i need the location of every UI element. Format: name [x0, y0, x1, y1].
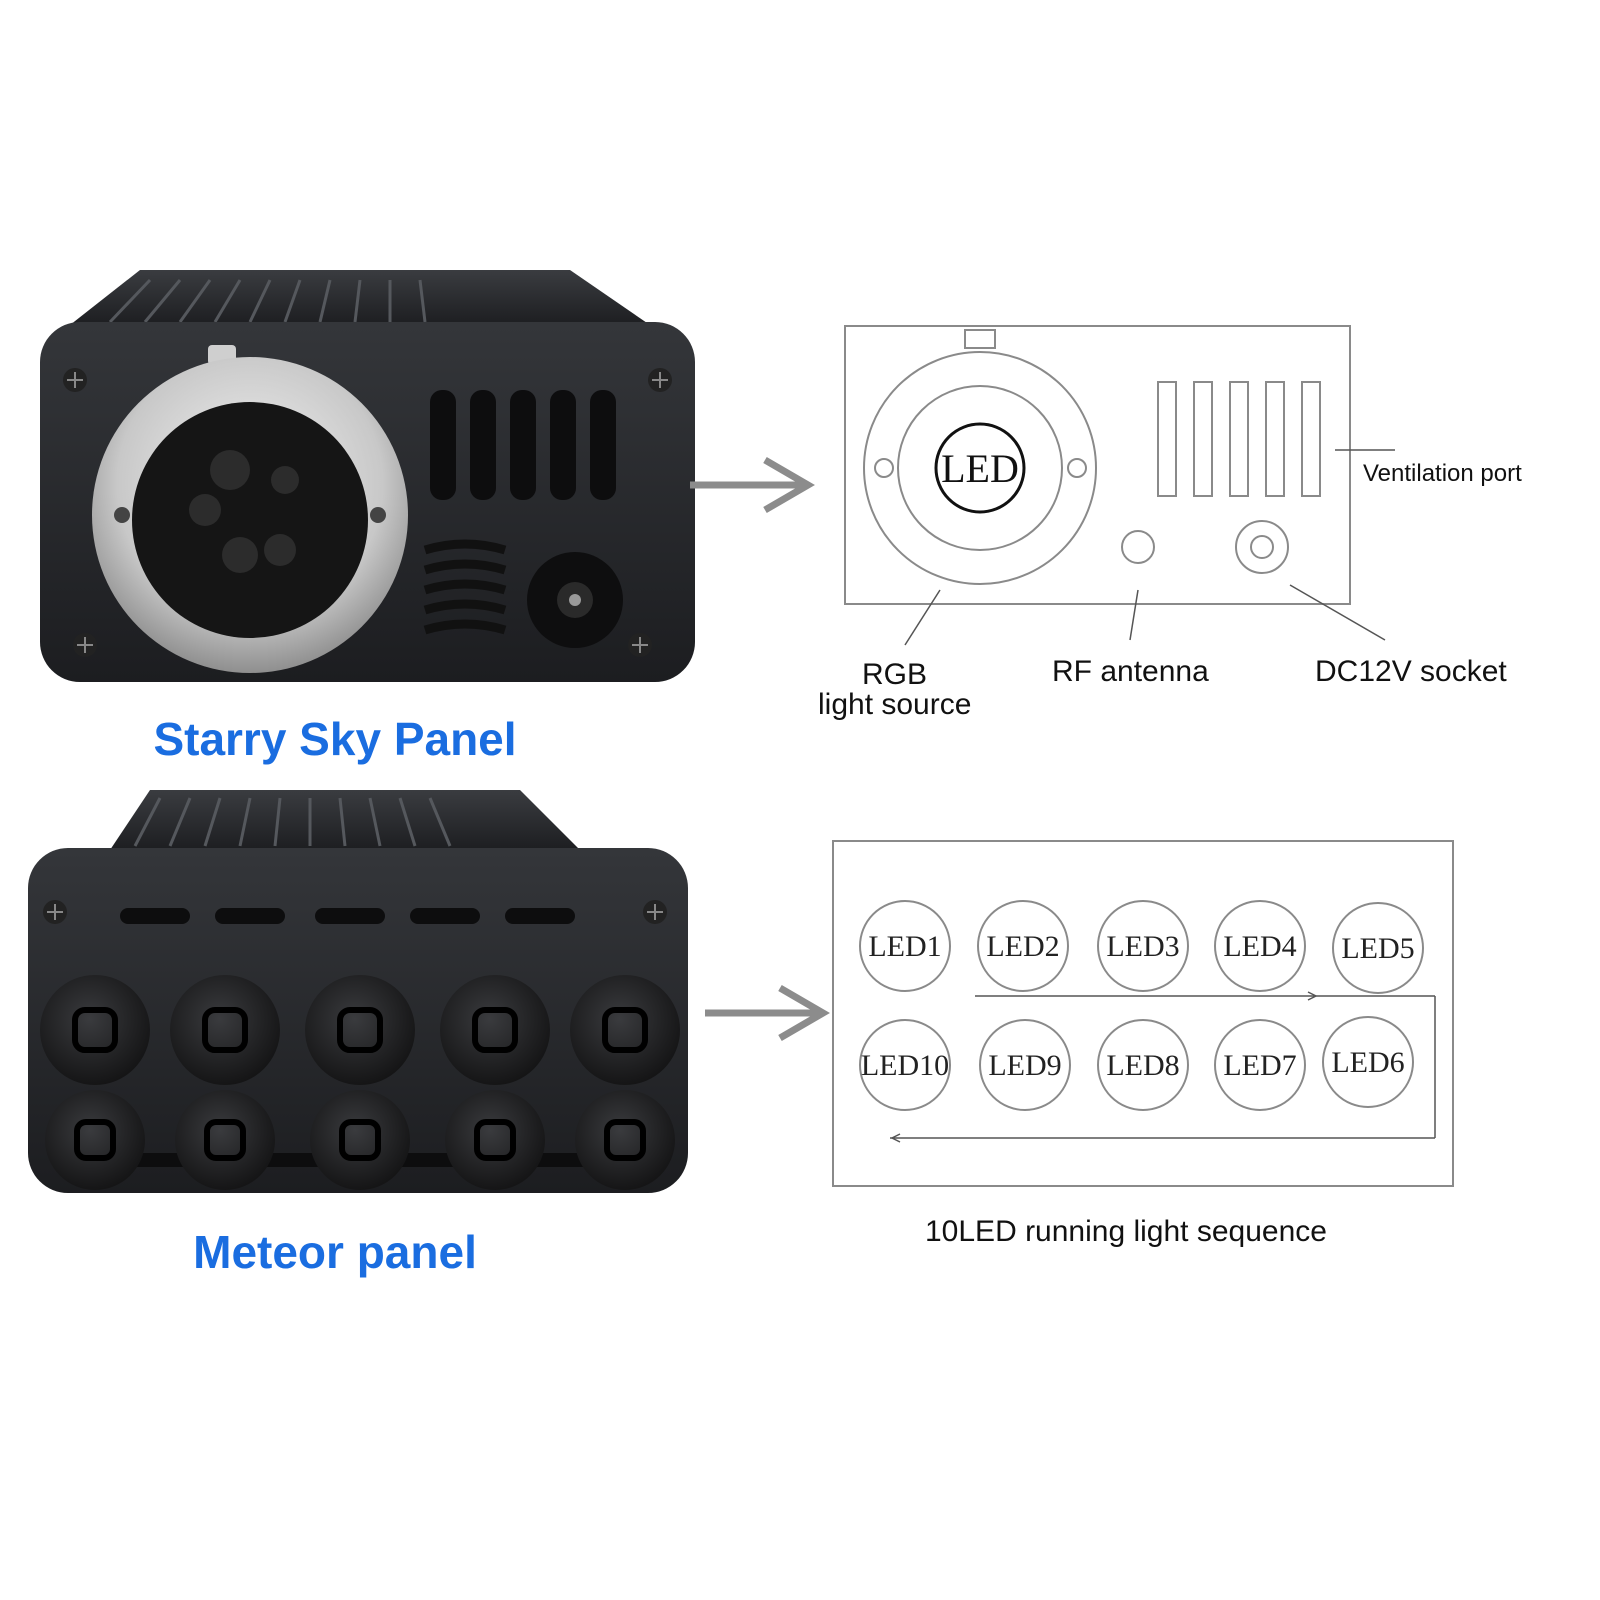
led-3-label: LED3 — [1106, 930, 1179, 963]
connector-icon — [92, 345, 408, 673]
led-5-label: LED5 — [1341, 932, 1414, 965]
meteor-panel-caption: Meteor panel — [193, 1226, 477, 1278]
arrow-right-icon — [690, 456, 815, 514]
screw-icon — [43, 900, 667, 924]
led-label: LED — [941, 446, 1019, 491]
led-9-label: LED9 — [988, 1049, 1061, 1082]
led-6-label: LED6 — [1331, 1046, 1404, 1079]
starry-panel-caption: Starry Sky Panel — [153, 713, 517, 765]
starry-device-photo — [40, 270, 695, 682]
led-2-label: LED2 — [986, 930, 1059, 963]
arrow-right-icon — [705, 984, 830, 1042]
led-7-label: LED7 — [1223, 1049, 1296, 1082]
starry-panel-diagram: LED — [844, 325, 1351, 605]
meteor-device-photo — [28, 790, 688, 1193]
led-4-label: LED4 — [1223, 930, 1296, 963]
led-1-label: LED1 — [868, 930, 941, 963]
meteor-panel-diagram: LED1 LED2 LED3 LED4 LED5 LED10 LED9 LED8… — [832, 840, 1454, 1187]
dc-socket-label: DC12V socket — [1315, 655, 1507, 688]
ventilation-port-label: Ventilation port — [1363, 460, 1522, 487]
screw-icon — [63, 368, 672, 657]
light-source-label: light source — [818, 688, 972, 721]
rgb-label: RGB — [862, 658, 928, 691]
led-8-label: LED8 — [1106, 1049, 1179, 1082]
led-10-label: LED10 — [861, 1049, 949, 1082]
sequence-label: 10LED running light sequence — [925, 1215, 1327, 1248]
rf-antenna-label: RF antenna — [1052, 655, 1209, 688]
